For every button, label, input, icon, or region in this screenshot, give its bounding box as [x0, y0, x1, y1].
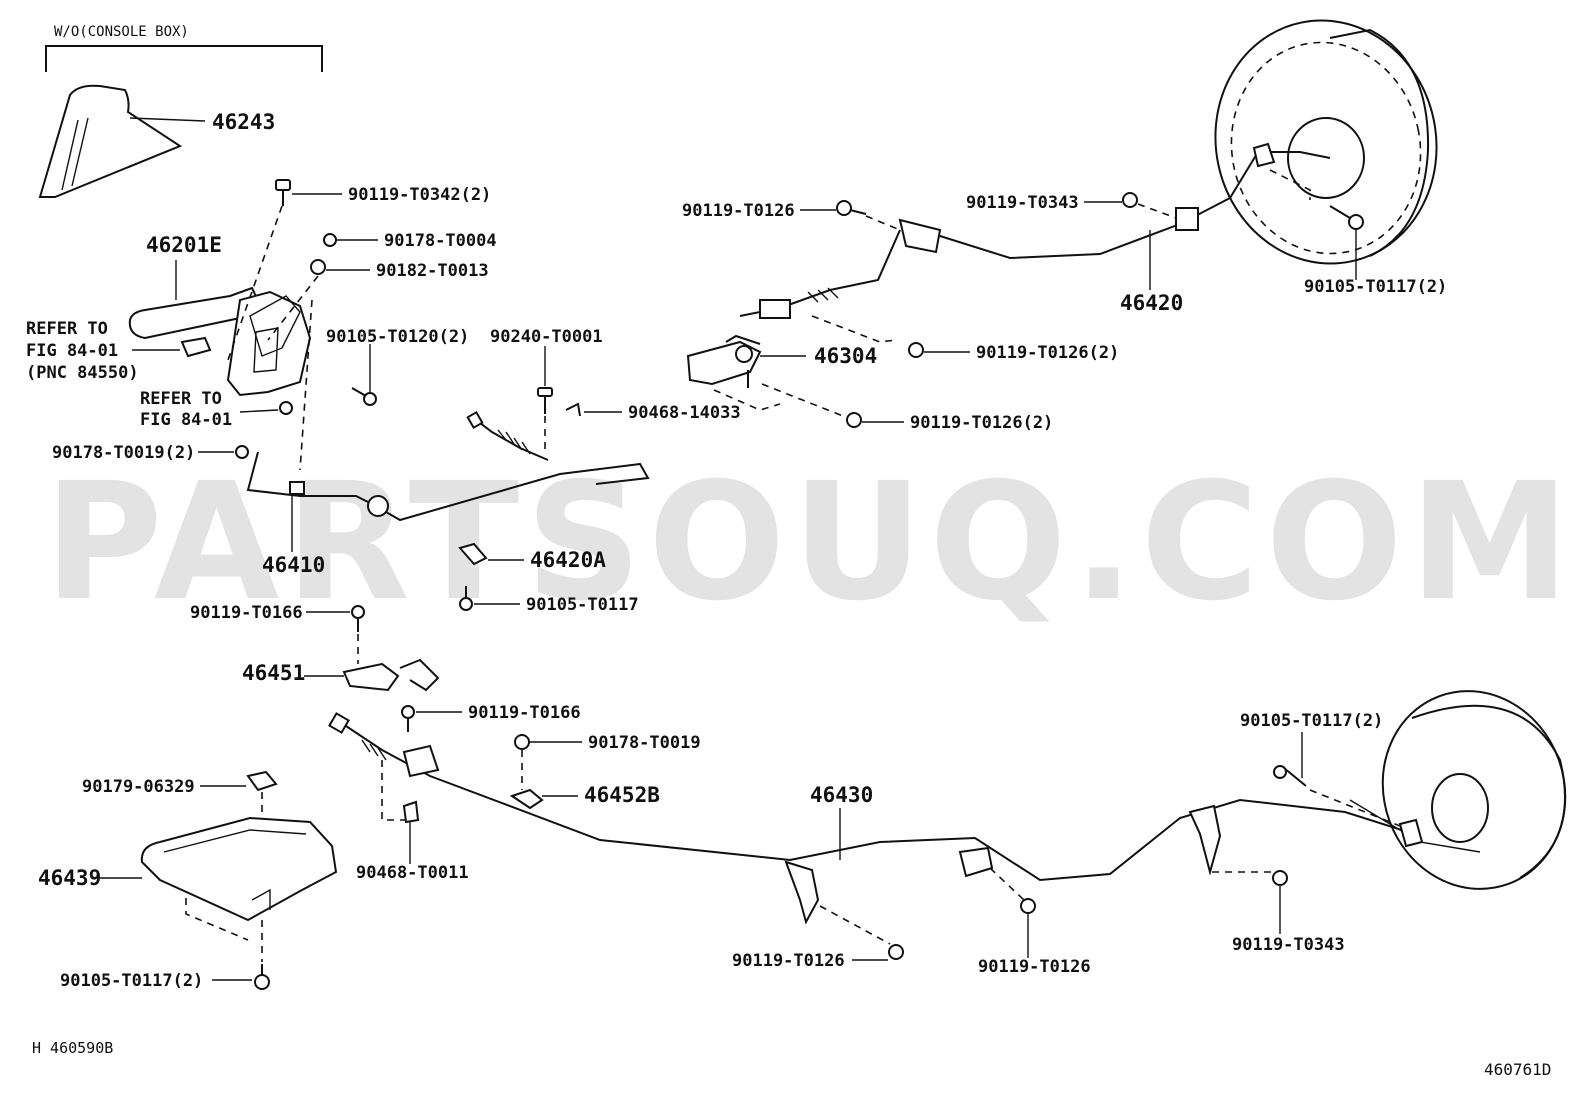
- clamp-46420A-icon: [458, 542, 488, 566]
- part-46430-cable: [328, 712, 1409, 925]
- label-46451[interactable]: 46451: [242, 661, 305, 685]
- label-90240-T0001[interactable]: 90240-T0001: [490, 327, 603, 347]
- bolt-90105-T0117-a-icon: [459, 586, 473, 611]
- label-46304[interactable]: 46304: [814, 344, 877, 368]
- label-90179-06329[interactable]: 90179-06329: [82, 777, 195, 797]
- bolt-90119-T0126-2-a-icon: [908, 342, 924, 358]
- label-46420A[interactable]: 46420A: [530, 548, 606, 572]
- label-90468-14033[interactable]: 90468-14033: [628, 403, 741, 423]
- bolt-90105-T0117-br-icon: [1273, 765, 1307, 787]
- illustration-code-left: H 460590B: [32, 1039, 113, 1057]
- section-label: W/O(CONSOLE BOX): [54, 24, 189, 40]
- bolt-90119-T0166-b-icon: [401, 705, 415, 732]
- label-90178-T0019[interactable]: 90178-T0019: [588, 733, 701, 753]
- brake-backing-plate-bottom-icon: [1349, 690, 1567, 890]
- nut-90179-06329-icon: [246, 770, 278, 792]
- label-46243[interactable]: 46243: [212, 110, 275, 134]
- label-90105-T0117-2-bl[interactable]: 90105-T0117(2): [60, 971, 203, 991]
- label-90119-T0166-a[interactable]: 90119-T0166: [190, 603, 303, 623]
- label-46420[interactable]: 46420: [1120, 291, 1183, 315]
- nut-90178-T0019-icon: [514, 734, 530, 750]
- bolt-90119-T0126-b2-icon: [1020, 898, 1036, 914]
- label-90119-T0343-b[interactable]: 90119-T0343: [1232, 935, 1345, 955]
- part-46410-cable: [246, 410, 650, 522]
- clip-90468-14033-icon: [565, 402, 581, 417]
- label-46201E[interactable]: 46201E: [146, 233, 222, 257]
- label-46410[interactable]: 46410: [262, 553, 325, 577]
- clamp-46452B-icon: [509, 788, 544, 810]
- label-90468-T0011[interactable]: 90468-T0011: [356, 863, 469, 883]
- label-90119-T0126-2-b[interactable]: 90119-T0126(2): [910, 413, 1053, 433]
- nut-90178-T0019-2-icon: [235, 445, 249, 459]
- watermark: PARTSOUQ.COM: [44, 449, 1576, 637]
- label-90178-T0019-2[interactable]: 90178-T0019(2): [52, 443, 195, 463]
- section-bracket: [45, 45, 323, 72]
- refer-note-top-2[interactable]: FIG 84-01: [26, 341, 118, 361]
- bolt-90119-T0126-2-b-icon: [846, 412, 862, 428]
- refer-note-top-1[interactable]: REFER TO: [26, 319, 108, 339]
- part-46201E-lever: [128, 260, 312, 397]
- label-90119-T0343-top[interactable]: 90119-T0343: [966, 193, 1079, 213]
- label-90105-T0117-2-br[interactable]: 90105-T0117(2): [1240, 711, 1383, 731]
- label-90182-T0013[interactable]: 90182-T0013: [376, 261, 489, 281]
- label-46452B[interactable]: 46452B: [584, 783, 660, 807]
- label-90105-T0117-a[interactable]: 90105-T0117: [526, 595, 639, 615]
- label-90105-T0117-2-tr[interactable]: 90105-T0117(2): [1304, 277, 1447, 297]
- washer-90182-T0013-icon: [310, 259, 326, 275]
- bolt-90119-T0126-b1-icon: [888, 944, 904, 960]
- clip-90468-T0011-icon: [402, 800, 420, 824]
- part-46304-lever: [686, 334, 762, 388]
- label-90119-T0126-b2[interactable]: 90119-T0126: [978, 957, 1091, 977]
- bolt-90105-T0120-icon: [351, 387, 377, 406]
- refer-note-bottom-2[interactable]: FIG 84-01: [140, 410, 232, 430]
- refer-note-bottom-1[interactable]: REFER TO: [140, 389, 222, 409]
- pin-90240-T0001-icon: [537, 387, 553, 414]
- bolt-90119-T0166-a-icon: [351, 605, 365, 632]
- nut-90119-T0343-b-icon: [1272, 870, 1288, 886]
- label-46439[interactable]: 46439: [38, 866, 101, 890]
- part-46243-boot: [38, 84, 206, 198]
- bolt-90105-T0117-tr-icon: [1329, 205, 1364, 230]
- label-90119-T0166-b[interactable]: 90119-T0166: [468, 703, 581, 723]
- nut-90178-T0004-icon: [323, 233, 337, 247]
- illustration-code-right: 460761D: [1484, 1060, 1551, 1079]
- bolt-refer-icon: [279, 401, 293, 415]
- label-90119-T0126-2-a[interactable]: 90119-T0126(2): [976, 343, 1119, 363]
- brake-drum-top-icon: [1214, 19, 1438, 265]
- label-90119-T0126-top[interactable]: 90119-T0126: [682, 201, 795, 221]
- label-90178-T0004[interactable]: 90178-T0004: [384, 231, 497, 251]
- label-90105-T0120[interactable]: 90105-T0120(2): [326, 327, 469, 347]
- bolt-90105-T0117-bl-icon: [254, 964, 270, 990]
- label-90119-T0342[interactable]: 90119-T0342(2): [348, 185, 491, 205]
- label-90119-T0126-b1[interactable]: 90119-T0126: [732, 951, 845, 971]
- clip-84550: [180, 336, 212, 358]
- part-46420-cable: [739, 142, 1331, 319]
- bolt-90119-T0342-icon: [275, 179, 291, 206]
- label-46430[interactable]: 46430: [810, 783, 873, 807]
- refer-note-top-3[interactable]: (PNC 84550): [26, 363, 139, 383]
- bolt-90119-T0126-top-icon: [836, 200, 867, 216]
- nut-90119-T0343-top-icon: [1122, 192, 1138, 208]
- bracket-46451-icon: [342, 658, 440, 692]
- part-46439-cover: [140, 816, 338, 922]
